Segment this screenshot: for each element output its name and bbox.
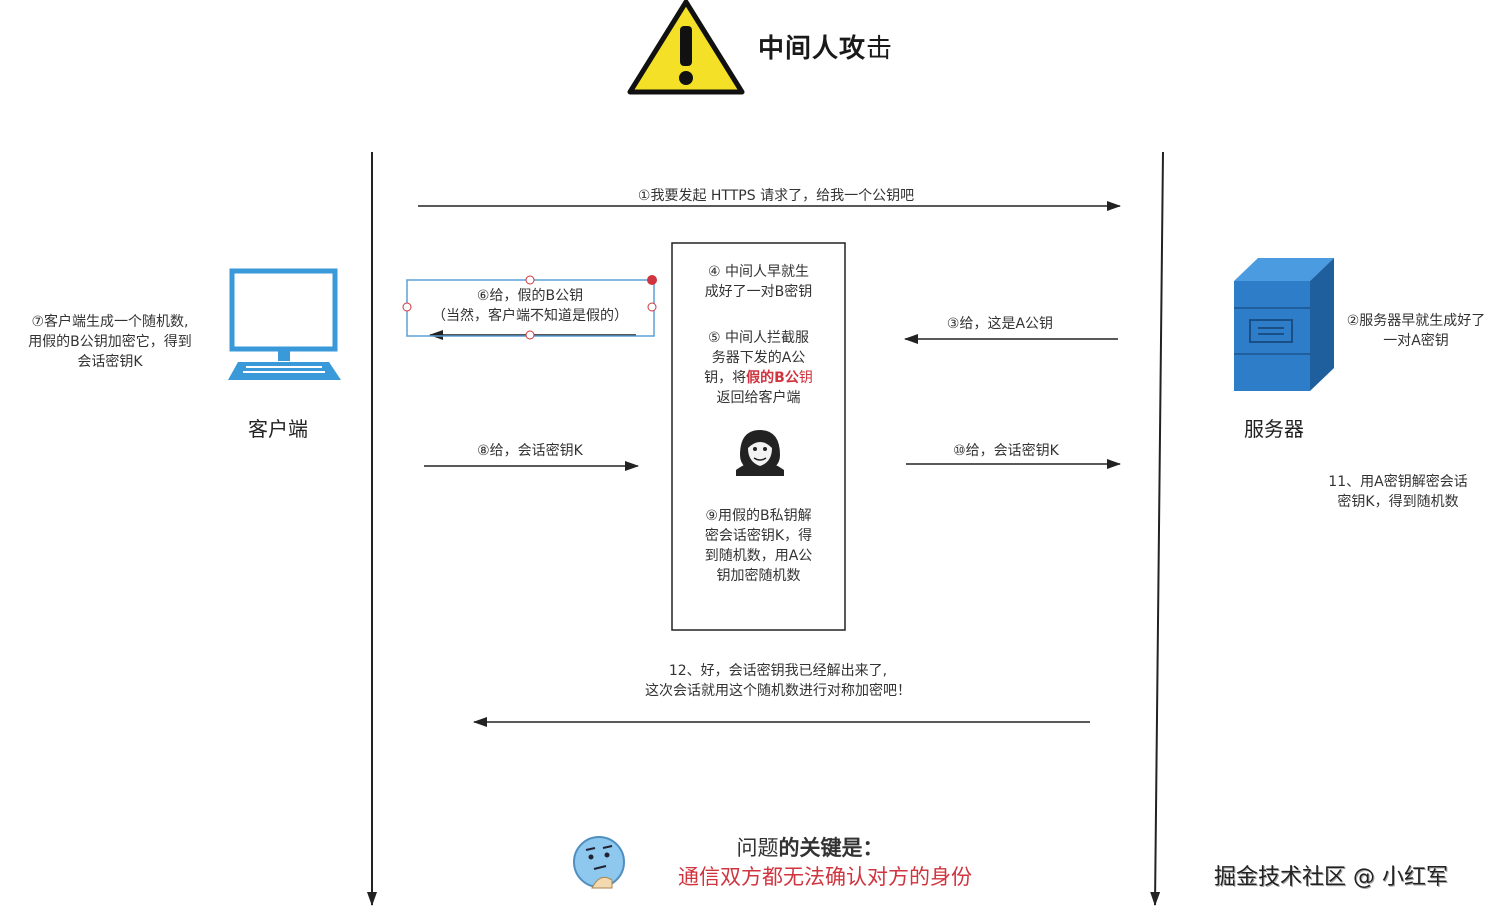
mitm-step-9: ⑨用假的B私钥解 密会话密钥K，得 到随机数，用A公 钥加密随机数 — [704, 508, 813, 584]
server-note: ②服务器早就生成好了 一对A密钥 — [1346, 313, 1486, 349]
mitm-step-5: ⑤ 中间人拦截服 务器下发的A公 钥，将假的B公钥 返回给客户端 — [704, 330, 813, 406]
warning-icon — [627, 0, 745, 95]
message-10: ⑩给，会话密钥K — [953, 443, 1059, 459]
m6-selection-box[interactable] — [402, 275, 657, 340]
message-6[interactable]: ⑥给，假的B公钥 （当然，客户端不知道是假的） — [432, 288, 628, 324]
server-lifeline — [1150, 151, 1164, 906]
question-subtitle: 通信双方都无法确认对方的身份 — [678, 865, 972, 889]
message-3: ③给，这是A公钥 — [946, 316, 1054, 332]
server-note-11: 11、用A密钥解密会话 密钥K，得到随机数 — [1328, 474, 1468, 510]
message-8: ⑧给，会话密钥K — [477, 443, 583, 459]
hacker-icon — [736, 430, 784, 476]
thinking-face-icon — [573, 836, 625, 889]
client-caption: 客户端 — [248, 417, 308, 441]
client-note: ⑦客户端生成一个随机数, 用假的B公钥加密它，得到 会话密钥K — [28, 314, 192, 370]
page-title: 中间人攻击 — [758, 34, 894, 64]
mitm-step-4: ④ 中间人早就生 成好了一对B密钥 — [704, 264, 813, 300]
watermark: 掘金技术社区 @ 小红军 — [1214, 865, 1448, 890]
computer-icon — [228, 268, 341, 380]
question-title: 问题的关键是： — [736, 836, 884, 860]
server-caption: 服务器 — [1244, 417, 1304, 441]
server-icon — [1234, 258, 1334, 391]
message-1: ①我要发起 HTTPS 请求了，给我一个公钥吧 — [637, 188, 915, 204]
message-12: 12、好，会话密钥我已经解出来了, 这次会话就用这个随机数进行对称加密吧！ — [645, 663, 911, 699]
